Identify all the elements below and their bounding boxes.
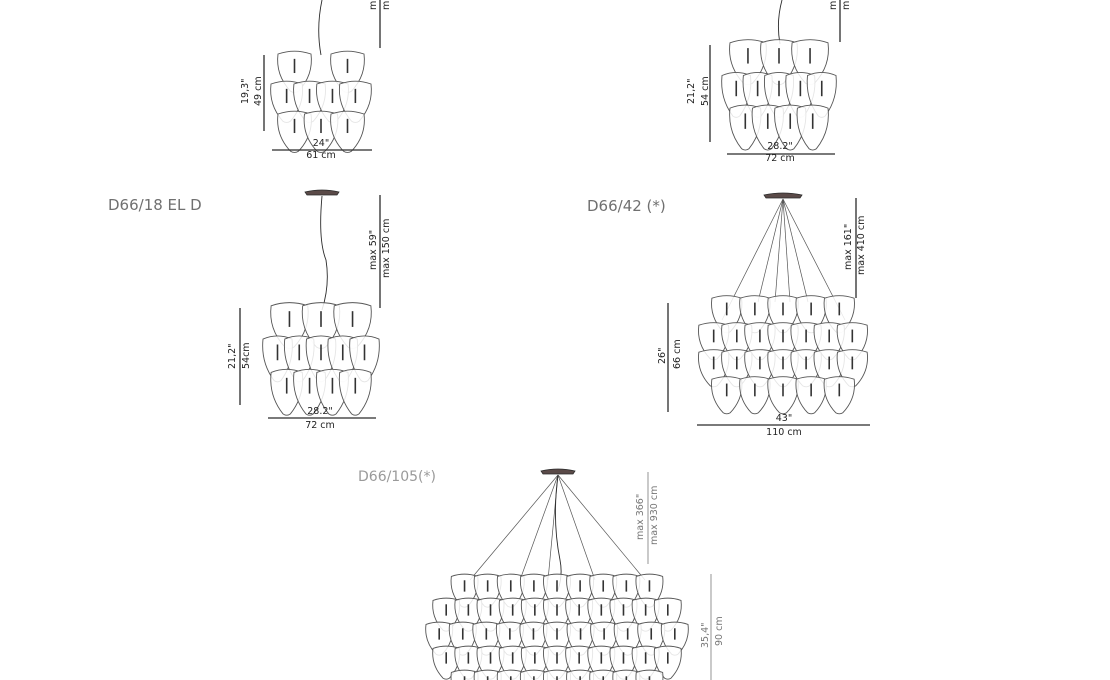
suspension-cable bbox=[557, 474, 596, 581]
suspension-cable bbox=[774, 198, 784, 303]
width-in-d66-42: 43" bbox=[775, 413, 793, 424]
petal bbox=[519, 669, 548, 680]
petal bbox=[566, 669, 595, 680]
height-in-d66-18: 21,2" bbox=[227, 343, 238, 369]
suspension-cable bbox=[469, 474, 559, 581]
petal bbox=[450, 669, 479, 680]
lamp-drawing-top-right bbox=[709, 0, 841, 155]
drop-in-d66-105: max 366" bbox=[635, 493, 646, 540]
width-cm-top-left: 61 cm bbox=[306, 150, 336, 161]
height-cm-d66-105: 90 cm bbox=[714, 616, 725, 646]
width-in-d66-18: 28.2" bbox=[307, 406, 333, 417]
suspension-cable bbox=[777, 0, 783, 45]
ceiling-canopy bbox=[540, 468, 576, 475]
model-label-d66-18-el-d: D66/18 EL D bbox=[108, 196, 202, 214]
drop-in-top-right: m bbox=[828, 0, 839, 10]
petal bbox=[543, 669, 571, 680]
height-cm-d66-18: 54cm bbox=[241, 342, 252, 369]
lamp-drawing-d66-42 bbox=[667, 192, 870, 426]
lamp-drawing-d66-18-el-d bbox=[239, 189, 381, 419]
drop-in-top-left: m bbox=[368, 0, 379, 10]
drop-cm-top-left: m bbox=[381, 0, 392, 10]
lamp-drawing-top-left bbox=[263, 0, 381, 153]
drop-cm-top-right: m bbox=[841, 0, 852, 10]
width-in-top-left: 24" bbox=[312, 138, 330, 149]
ceiling-canopy bbox=[763, 192, 803, 199]
suspension-cable bbox=[519, 474, 559, 581]
suspension-cable bbox=[318, 0, 323, 56]
model-label-d66-42: D66/42 (*) bbox=[587, 197, 666, 215]
width-cm-d66-18: 72 cm bbox=[305, 420, 335, 431]
drop-cm-d66-105: max 930 cm bbox=[649, 485, 660, 545]
height-in-top-right: 21,2" bbox=[686, 78, 697, 104]
petal bbox=[496, 669, 525, 680]
suspension-cable bbox=[554, 474, 562, 591]
height-in-d66-42: 26" bbox=[657, 347, 668, 364]
height-cm-top-left: 49 cm bbox=[253, 76, 264, 106]
drop-in-d66-18: max 59" bbox=[368, 229, 379, 270]
width-cm-top-right: 72 cm bbox=[765, 153, 795, 164]
height-cm-top-right: 54 cm bbox=[700, 76, 711, 106]
drop-in-d66-42: max 161" bbox=[843, 223, 854, 270]
petal bbox=[612, 669, 641, 680]
ceiling-canopy bbox=[304, 189, 340, 196]
petal bbox=[589, 669, 618, 680]
suspension-cable bbox=[757, 198, 784, 303]
lamp-drawing-d66-105 bbox=[425, 468, 712, 680]
width-cm-d66-42: 110 cm bbox=[766, 427, 802, 438]
suspension-cable bbox=[557, 474, 646, 581]
petal bbox=[635, 669, 664, 680]
model-label-d66-105: D66/105(*) bbox=[358, 469, 436, 485]
petal bbox=[473, 669, 502, 680]
drop-cm-d66-42: max 410 cm bbox=[856, 215, 867, 275]
suspension-cable bbox=[782, 198, 791, 303]
suspension-cable bbox=[320, 195, 328, 311]
drop-cm-d66-18: max 150 cm bbox=[381, 218, 392, 278]
width-in-top-right: 28.2" bbox=[767, 141, 793, 152]
height-in-d66-105: 35,4" bbox=[700, 622, 711, 648]
suspension-cable bbox=[782, 198, 809, 303]
height-in-top-left: 19,3" bbox=[240, 78, 251, 104]
height-cm-d66-42: 66 cm bbox=[672, 339, 683, 369]
